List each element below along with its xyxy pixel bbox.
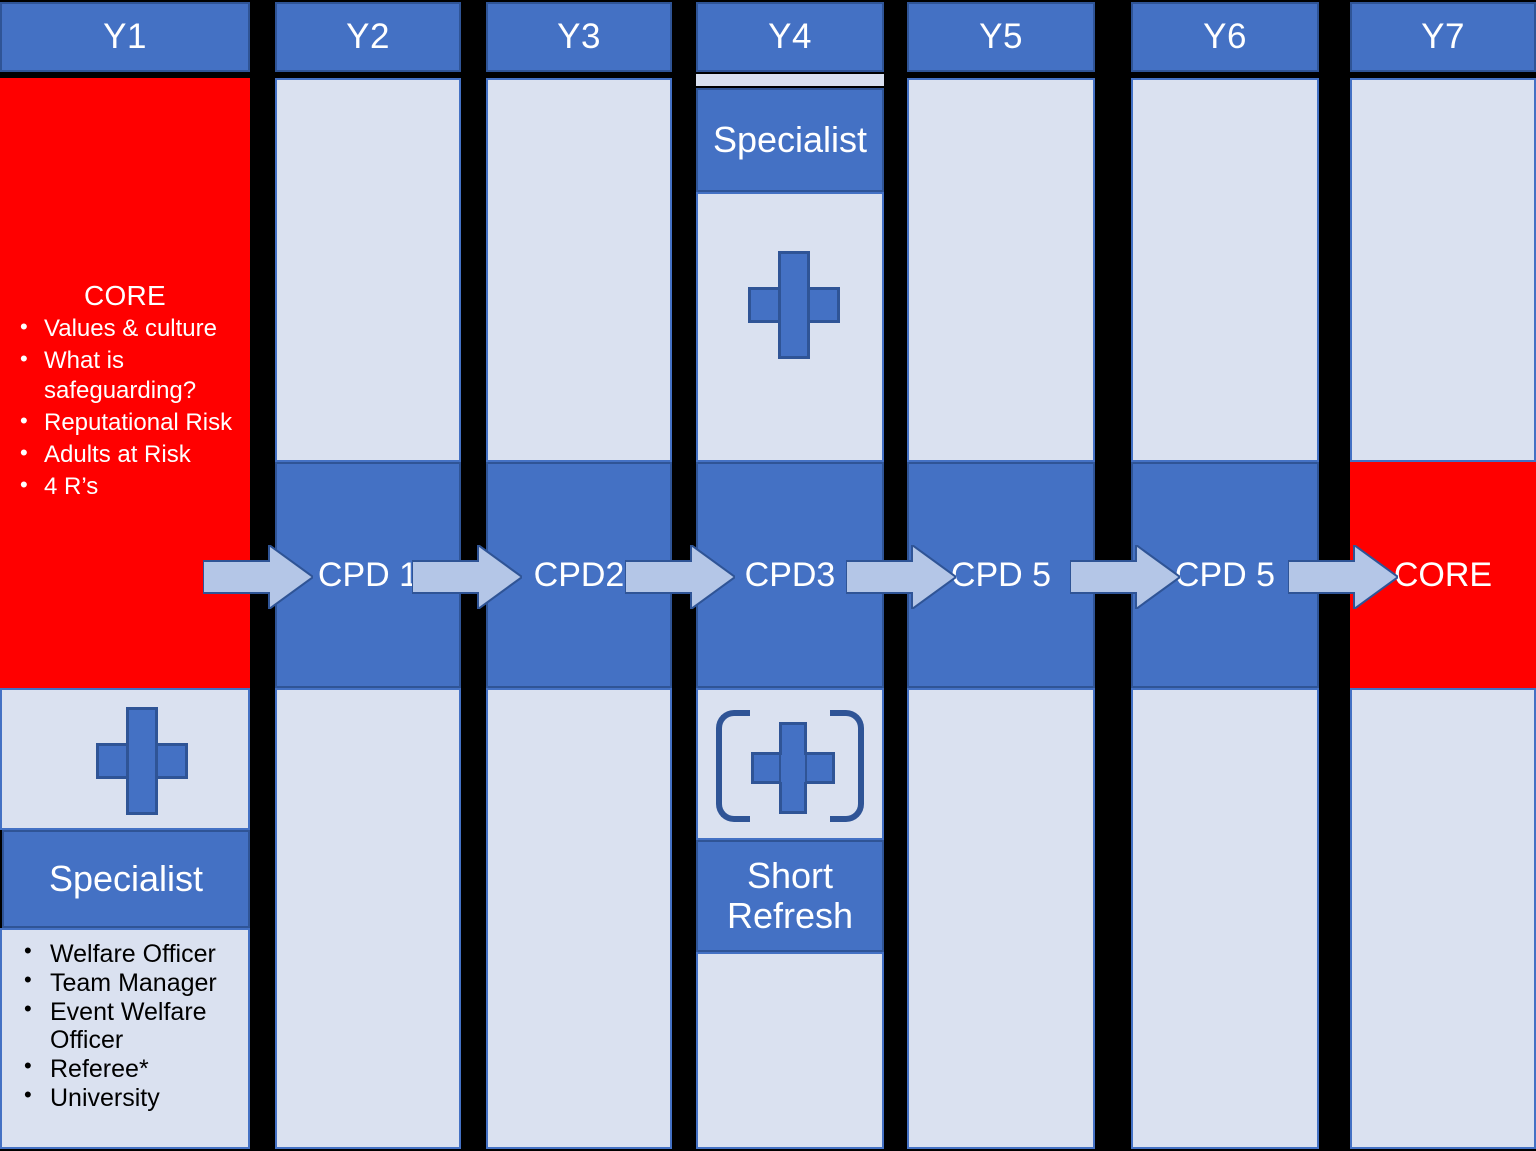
plus-icon-vertical-bar [778, 722, 808, 814]
bracketed-plus-icon [751, 722, 835, 814]
y7-lower-panel [1350, 688, 1536, 1149]
y2-cpd-label: CPD 1 [317, 555, 419, 594]
y5-upper-panel [907, 78, 1095, 462]
y2-upper-panel [275, 78, 461, 462]
plus-icon [96, 707, 188, 815]
arrow-right-icon [412, 545, 522, 609]
column-header-label: Y1 [103, 17, 147, 56]
y5-lower-panel [907, 688, 1095, 1149]
y4-bracketed-plus-panel [696, 688, 884, 840]
list-item: What is safeguarding? [16, 345, 242, 407]
arrow-right-icon [625, 545, 735, 609]
y1-specialist-bar[interactable]: Specialist [2, 830, 250, 928]
y6-upper-panel [1131, 78, 1319, 462]
y4-divider-strip [696, 74, 884, 86]
column-header-y1: Y1 [0, 2, 250, 72]
column-y6: Y6 CPD 5 [1131, 0, 1321, 1151]
plus-icon-horizontal-bar [748, 286, 840, 324]
column-header-label: Y6 [1203, 17, 1247, 56]
column-y5: Y5 CPD 5 [907, 0, 1097, 1151]
y6-lower-panel [1131, 688, 1319, 1149]
column-header-y5: Y5 [907, 2, 1095, 72]
y4-plus-panel [696, 192, 884, 462]
y7-upper-panel [1350, 78, 1536, 462]
column-header-y6: Y6 [1131, 2, 1319, 72]
column-y2: Y2 CPD 1 [275, 0, 463, 1151]
arrow-right-icon [846, 545, 956, 609]
plus-icon-horizontal-bar [96, 742, 188, 780]
plus-icon-center [781, 289, 808, 322]
list-item: Adults at Risk [16, 439, 242, 471]
list-item: Values & culture [16, 313, 242, 345]
plus-icon-horizontal-bar [751, 752, 835, 784]
list-item: University [14, 1083, 242, 1112]
y4-specialist-label: Specialist [712, 118, 868, 160]
arrow-right-icon [1070, 545, 1180, 609]
arrow-right-icon [1288, 545, 1398, 609]
y1-specialist-roles-panel: Welfare Officer Team Manager Event Welfa… [0, 928, 250, 1149]
list-item: Event Welfare Officer [14, 997, 242, 1054]
column-header-label: Y5 [979, 17, 1023, 56]
y6-cpd-label: CPD 5 [1174, 555, 1276, 594]
y3-lower-panel [486, 688, 672, 1149]
list-item: Team Manager [14, 968, 242, 997]
y1-specialist-role-list: Welfare Officer Team Manager Event Welfa… [2, 939, 248, 1112]
column-header-label: Y2 [346, 17, 390, 56]
y1-plus-panel [0, 688, 250, 830]
column-header-y7: Y7 [1350, 2, 1536, 72]
column-header-label: Y3 [557, 17, 601, 56]
plus-icon-center [129, 745, 156, 778]
y1-specialist-roles: Welfare Officer Team Manager Event Welfa… [2, 939, 248, 1113]
y1-core-content: CORE Values & culture What is safeguardi… [2, 280, 248, 503]
y4-cpd-label: CPD3 [744, 555, 836, 594]
y7-core-label: CORE [1393, 555, 1493, 594]
list-item: Referee* [14, 1054, 242, 1083]
column-header-label: Y7 [1421, 17, 1465, 56]
y5-cpd-label: CPD 5 [950, 555, 1052, 594]
column-header-y3: Y3 [486, 2, 672, 72]
list-item: Reputational Risk [16, 407, 242, 439]
y4-short-refresh-bar[interactable]: Short Refresh [696, 840, 884, 952]
y2-lower-panel [275, 688, 461, 1149]
list-item: Welfare Officer [14, 939, 242, 968]
column-header-y2: Y2 [275, 2, 461, 72]
y4-lower-panel [696, 952, 884, 1149]
list-item: 4 R’s [16, 471, 242, 503]
column-header-label: Y4 [768, 17, 812, 56]
column-header-y4: Y4 [696, 2, 884, 72]
bracket-left-icon [716, 710, 750, 822]
plus-icon-vertical-bar [778, 251, 810, 359]
bracket-right-icon [830, 710, 864, 822]
plus-icon-center [781, 754, 806, 782]
y1-core-title: CORE [83, 280, 167, 311]
plus-icon [748, 251, 840, 359]
arrow-right-icon [203, 545, 313, 609]
column-y7: Y7 CORE [1350, 0, 1536, 1151]
y4-specialist-bar[interactable]: Specialist [696, 88, 884, 192]
y3-upper-panel [486, 78, 672, 462]
y5-cpd-block[interactable]: CPD 5 [907, 462, 1095, 688]
y1-specialist-label: Specialist [48, 857, 204, 899]
y1-core-bullet-list: Values & culture What is safeguarding? R… [2, 313, 248, 503]
y3-cpd-label: CPD2 [533, 555, 625, 594]
y4-short-refresh-label: Short Refresh [726, 854, 854, 936]
plus-icon-vertical-bar [126, 707, 158, 815]
